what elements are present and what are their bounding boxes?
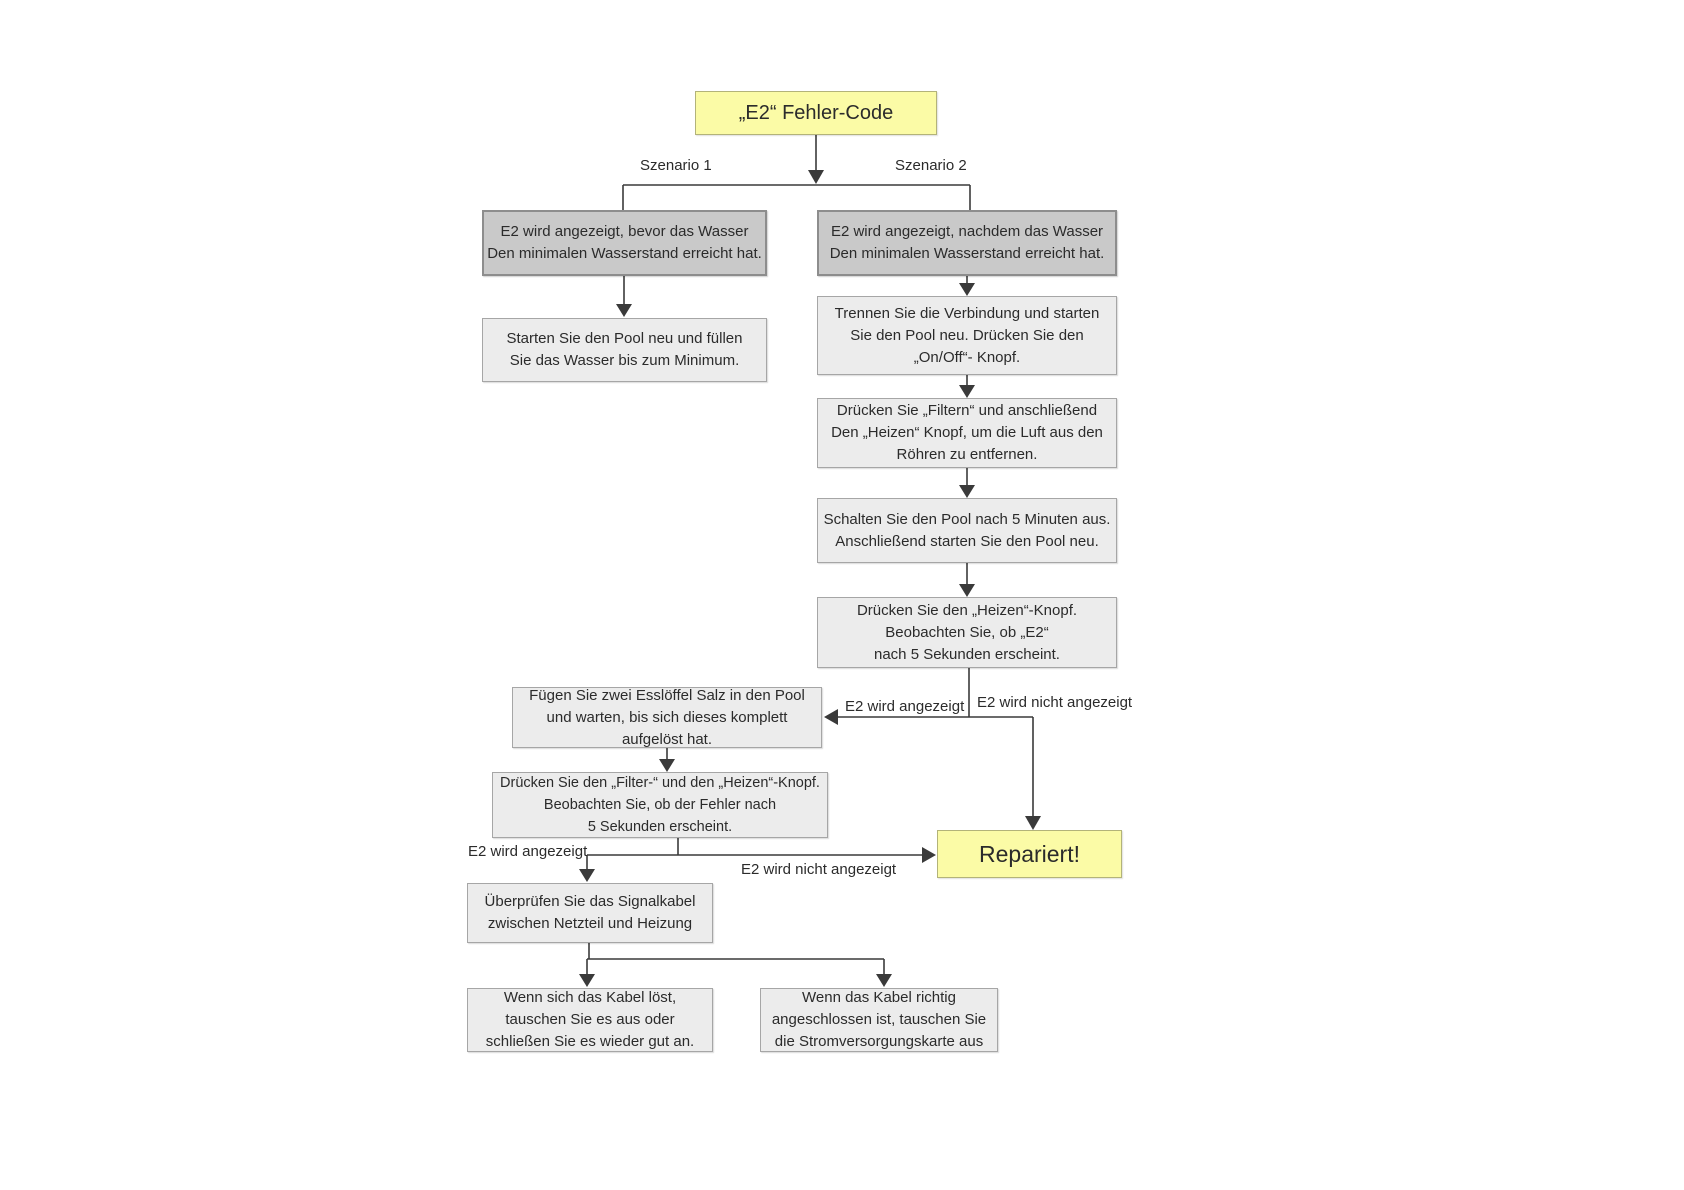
node-filter-heizen-check: Drücken Sie den „Filter-“ und den „Heize… — [492, 772, 828, 838]
node-s2-heizen-check: Drücken Sie den „Heizen“-Knopf. Beobacht… — [817, 597, 1117, 668]
node-s2-disconnect-restart: Trennen Sie die Verbindung und starten S… — [817, 296, 1117, 375]
arrow-s2-step1-to-step2 — [959, 375, 975, 398]
arrow-s2-step3-to-step4 — [959, 563, 975, 597]
node-cable-connected: Wenn das Kabel richtig angeschlossen ist… — [760, 988, 998, 1052]
edge-label-e2-not-shown-2: E2 wird nicht angezeigt — [741, 861, 897, 878]
node-s2-condition: E2 wird angezeigt, nachdem das Wasser De… — [817, 210, 1117, 276]
arrow-s1-condition-to-step — [616, 276, 632, 317]
node-repaired: Repariert! — [937, 830, 1122, 878]
arrow-title-to-branch — [808, 133, 824, 184]
node-s1-restart-pool: Starten Sie den Pool neu und füllen Sie … — [482, 318, 767, 382]
title-node: „E2“ Fehler-Code — [695, 91, 937, 135]
scenario1-label: Szenario 1 — [640, 157, 712, 174]
connector-scenario-branch — [622, 184, 971, 210]
arrow-s2-step2-to-step3 — [959, 468, 975, 498]
node-s2-shutdown-restart: Schalten Sie den Pool nach 5 Minuten aus… — [817, 498, 1117, 563]
node-add-salt: Fügen Sie zwei Esslöffel Salz in den Poo… — [512, 687, 822, 748]
edge-label-e2-shown-1: E2 wird angezeigt — [845, 698, 965, 715]
arrow-s2-condition-to-step1 — [959, 276, 975, 296]
connector-branch1 — [824, 668, 1041, 830]
edge-label-e2-not-shown-1: E2 wird nicht angezeigt — [977, 694, 1133, 711]
node-cable-loose: Wenn sich das Kabel löst, tauschen Sie e… — [467, 988, 713, 1052]
scenario2-label: Szenario 2 — [895, 157, 967, 174]
node-s2-filter-heizen-air: Drücken Sie „Filtern“ und anschließend D… — [817, 398, 1117, 468]
node-check-signal-cable: Überprüfen Sie das Signalkabel zwischen … — [467, 883, 713, 943]
edge-label-e2-shown-2: E2 wird angezeigt — [468, 843, 588, 860]
arrow-salt-to-filter — [659, 747, 675, 772]
connector-cable-split — [579, 943, 892, 987]
node-s1-condition: E2 wird angezeigt, bevor das Wasser Den … — [482, 210, 767, 276]
